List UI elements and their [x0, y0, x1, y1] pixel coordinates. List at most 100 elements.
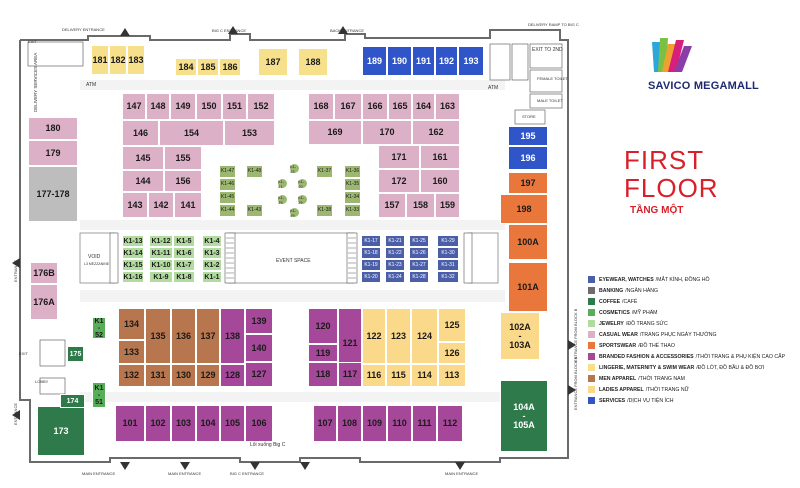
store-unit-172[interactable]: 172: [378, 169, 420, 193]
store-unit-K1-11[interactable]: K1-11: [149, 247, 173, 259]
store-unit-164[interactable]: 164: [412, 93, 435, 120]
store-unit-136[interactable]: 136: [171, 308, 196, 364]
store-unit-K1-15[interactable]: K1-15: [122, 259, 144, 271]
store-unit-K1-21[interactable]: K1-21: [385, 235, 405, 247]
store-unit-196[interactable]: 196: [508, 146, 548, 170]
store-unit-K1-20[interactable]: K1-20: [361, 271, 381, 283]
store-unit-117[interactable]: 117: [338, 362, 362, 387]
store-unit-170[interactable]: 170: [362, 120, 412, 145]
store-unit-167[interactable]: 167: [334, 93, 362, 120]
store-unit-176B[interactable]: 176B: [30, 262, 58, 284]
store-unit-K1-51[interactable]: K1-51: [92, 382, 106, 408]
store-unit-142[interactable]: 142: [148, 192, 174, 218]
store-unit-K1-32[interactable]: K1-32: [437, 271, 459, 283]
store-unit-100A[interactable]: 100A: [508, 224, 548, 260]
store-unit-128[interactable]: 128: [220, 364, 245, 387]
store-unit-K1-34[interactable]: K1-34: [344, 191, 361, 204]
store-unit-112[interactable]: 112: [437, 405, 463, 442]
store-unit-144[interactable]: 144: [122, 170, 164, 192]
store-unit-152[interactable]: 152: [247, 93, 275, 120]
store-unit-K1-4[interactable]: K1-4: [202, 235, 222, 247]
store-unit-135[interactable]: 135: [145, 308, 171, 364]
store-unit-K1-1[interactable]: K1-1: [202, 271, 222, 283]
store-unit-123[interactable]: 123: [386, 308, 411, 364]
store-unit-125[interactable]: 125: [438, 308, 466, 342]
store-unit-116[interactable]: 116: [362, 364, 386, 387]
store-unit-K1-19[interactable]: K1-19: [361, 259, 381, 271]
food-kiosk-K1-42[interactable]: K1-42: [289, 163, 300, 174]
store-unit-157[interactable]: 157: [378, 193, 406, 218]
store-unit-189[interactable]: 189: [362, 46, 387, 76]
store-unit-140[interactable]: 140: [245, 334, 273, 362]
store-unit-K1-9[interactable]: K1-9: [149, 271, 173, 283]
store-unit-143[interactable]: 143: [122, 192, 148, 218]
store-unit-107[interactable]: 107: [313, 405, 337, 442]
store-unit-160[interactable]: 160: [420, 169, 460, 193]
store-unit-179[interactable]: 179: [28, 140, 78, 166]
store-unit-K1-52[interactable]: K1-52: [92, 317, 106, 339]
store-unit-108[interactable]: 108: [337, 405, 362, 442]
food-kiosk-K1-39[interactable]: K1-39: [277, 194, 288, 205]
store-unit-104A-105A[interactable]: 104A-105A: [500, 380, 548, 452]
store-unit-176A[interactable]: 176A: [30, 284, 58, 320]
store-unit-103[interactable]: 103: [171, 405, 196, 442]
store-unit-171[interactable]: 171: [378, 145, 420, 169]
store-unit-113[interactable]: 113: [438, 364, 466, 387]
store-unit-168[interactable]: 168: [308, 93, 334, 120]
store-unit-169[interactable]: 169: [308, 120, 362, 145]
store-unit-141[interactable]: 141: [174, 192, 202, 218]
store-unit-154[interactable]: 154: [159, 120, 224, 146]
store-unit-K1-24[interactable]: K1-24: [385, 271, 405, 283]
store-unit-175[interactable]: 175: [67, 346, 84, 362]
store-unit-102[interactable]: 102: [145, 405, 171, 442]
store-unit-187[interactable]: 187: [258, 48, 288, 76]
store-unit-191[interactable]: 191: [412, 46, 435, 76]
store-unit-147[interactable]: 147: [122, 93, 146, 120]
store-unit-166[interactable]: 166: [362, 93, 388, 120]
store-unit-106[interactable]: 106: [245, 405, 273, 442]
food-kiosk-K1-49[interactable]: K1-49: [289, 207, 300, 218]
store-unit-188[interactable]: 188: [298, 48, 328, 76]
store-unit-109[interactable]: 109: [362, 405, 387, 442]
store-unit-127[interactable]: 127: [245, 362, 273, 387]
store-unit-122[interactable]: 122: [362, 308, 386, 364]
store-unit-K1-46[interactable]: K1-46: [219, 178, 236, 191]
store-unit-119[interactable]: 119: [308, 344, 338, 362]
store-unit-101A[interactable]: 101A: [508, 262, 548, 312]
store-unit-162[interactable]: 162: [412, 120, 460, 145]
food-kiosk-K1-40[interactable]: K1-40: [297, 178, 308, 189]
store-unit-193[interactable]: 193: [458, 46, 484, 76]
store-unit-150[interactable]: 150: [196, 93, 222, 120]
store-unit-K1-18[interactable]: K1-18: [361, 247, 381, 259]
store-unit-156[interactable]: 156: [164, 170, 202, 192]
store-unit-101[interactable]: 101: [115, 405, 145, 442]
store-unit-K1-30[interactable]: K1-30: [437, 247, 459, 259]
store-unit-K1-36[interactable]: K1-36: [344, 165, 361, 178]
store-unit-146[interactable]: 146: [122, 120, 159, 146]
store-unit-163[interactable]: 163: [435, 93, 460, 120]
store-unit-K1-25[interactable]: K1-25: [409, 235, 429, 247]
store-unit-149[interactable]: 149: [170, 93, 196, 120]
store-unit-137[interactable]: 137: [196, 308, 220, 364]
store-unit-158[interactable]: 158: [406, 193, 435, 218]
store-unit-K1-13[interactable]: K1-13: [122, 235, 144, 247]
store-unit-K1-7[interactable]: K1-7: [173, 259, 195, 271]
store-unit-186[interactable]: 186: [219, 58, 241, 76]
store-unit-111[interactable]: 111: [412, 405, 437, 442]
store-unit-181[interactable]: 181: [91, 45, 109, 75]
store-unit-129[interactable]: 129: [196, 364, 220, 387]
store-unit-151[interactable]: 151: [222, 93, 247, 120]
store-unit-145[interactable]: 145: [122, 146, 164, 170]
store-unit-132[interactable]: 132: [118, 364, 145, 387]
store-unit-190[interactable]: 190: [387, 46, 412, 76]
store-unit-K1-5[interactable]: K1-5: [173, 235, 195, 247]
store-unit-K1-48[interactable]: K1-48: [246, 165, 263, 178]
store-unit-195[interactable]: 195: [508, 126, 548, 146]
store-unit-192[interactable]: 192: [435, 46, 458, 76]
store-unit-126[interactable]: 126: [438, 342, 466, 364]
store-unit-K1-14[interactable]: K1-14: [122, 247, 144, 259]
store-unit-115[interactable]: 115: [386, 364, 411, 387]
store-unit-124[interactable]: 124: [411, 308, 438, 364]
food-kiosk-K1-39b[interactable]: K1-39: [297, 194, 308, 205]
store-unit-K1-43[interactable]: K1-43: [246, 204, 263, 217]
